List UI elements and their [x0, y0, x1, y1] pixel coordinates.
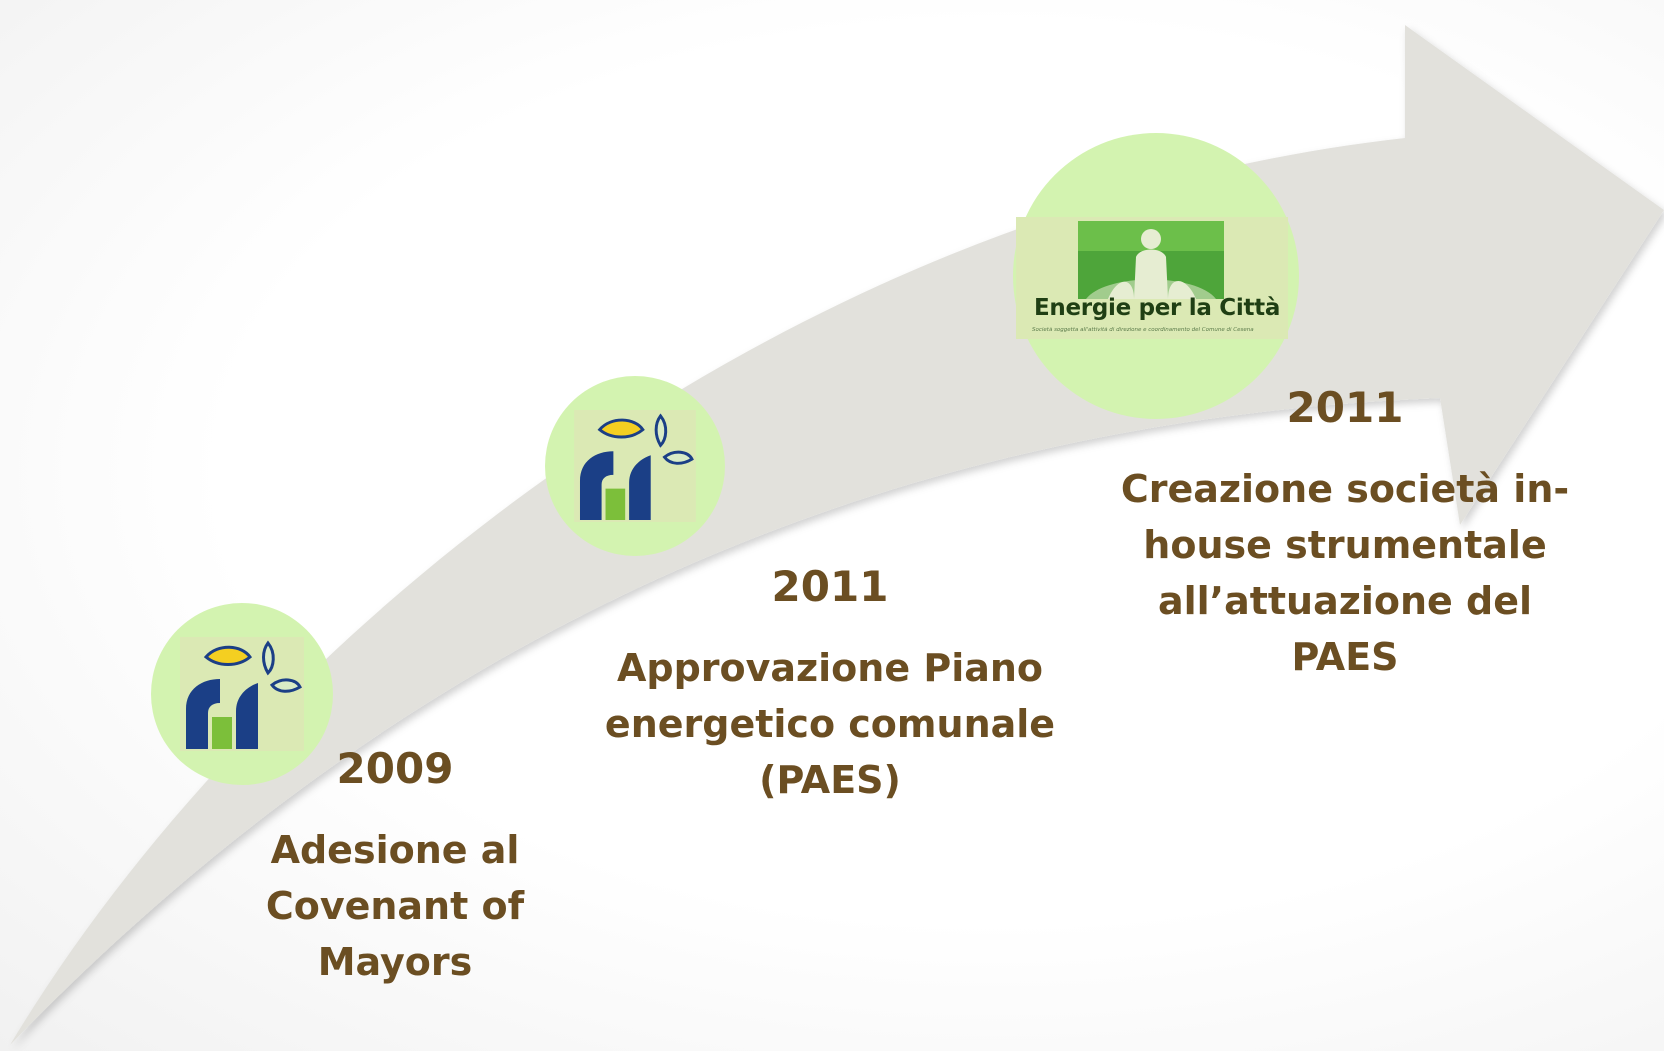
- milestone-3-circle: Energie per la Città Società soggetta al…: [1013, 133, 1299, 419]
- milestone-3-line-4: PAES: [1291, 635, 1399, 679]
- epc-logo-subtitle: Società soggetta all'attività di direzio…: [1032, 327, 1254, 333]
- milestone-2-line-2: energetico comunale: [604, 702, 1056, 746]
- epc-landscape-icon: [1078, 221, 1224, 299]
- milestone-3-line-3: all’attuazione del: [1157, 579, 1533, 623]
- milestone-1-line-2: Covenant of: [265, 884, 525, 928]
- epc-logo-title: Energie per la Città: [1034, 295, 1281, 321]
- milestone-3-line-2: house strumentale: [1143, 523, 1547, 567]
- milestone-2-line-1: Approvazione Piano: [616, 646, 1044, 690]
- covenant-of-mayors-icon: [574, 410, 696, 522]
- covenant-of-mayors-icon: [180, 637, 304, 751]
- milestone-2-circle: [545, 376, 725, 556]
- milestone-1-text: 2009 Adesione al Covenant of Mayors: [235, 744, 555, 990]
- milestone-2-year: 2011: [771, 562, 889, 611]
- energie-per-la-citta-logo: Energie per la Città Società soggetta al…: [1016, 217, 1288, 339]
- milestone-1-line-1: Adesione al: [270, 828, 520, 872]
- milestone-3-year: 2011: [1286, 383, 1404, 432]
- milestone-2-line-3: (PAES): [759, 758, 901, 802]
- milestone-3-line-1: Creazione società in-: [1120, 467, 1570, 511]
- milestone-1-circle: [151, 603, 333, 785]
- milestone-1-year: 2009: [336, 744, 454, 793]
- milestone-2-text: 2011 Approvazione Piano energetico comun…: [560, 562, 1100, 808]
- milestone-3-text: 2011 Creazione società in- house strumen…: [1095, 383, 1595, 685]
- milestone-1-line-3: Mayors: [317, 940, 473, 984]
